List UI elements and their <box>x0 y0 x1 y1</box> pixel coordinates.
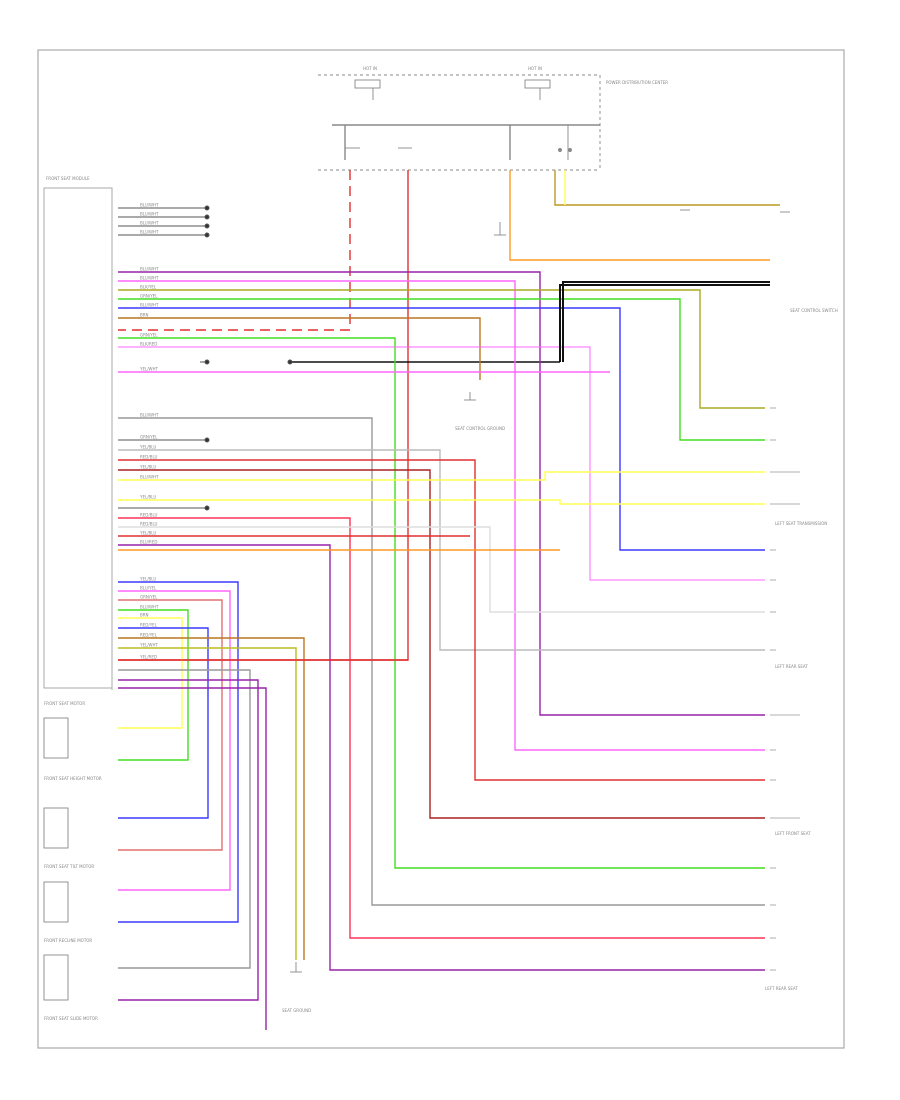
bottom-ground-label: SEAT GROUND <box>282 1008 311 1013</box>
seat-motors <box>43 717 69 1001</box>
wire-label: BLU/WHT <box>140 475 159 480</box>
wire-label: BLU/WHT <box>140 221 159 226</box>
wire-label: BLU/YEL <box>140 586 157 591</box>
wire-label: BLU/WHT <box>140 212 159 217</box>
wire-label: RED/BLU <box>140 513 158 518</box>
wire-label: BLU/RED <box>140 540 157 545</box>
wire-label: RED/BLU <box>140 522 158 527</box>
wire-label: YEL/BLU <box>139 445 156 450</box>
left-front-seat-label: LEFT FRONT SEAT <box>775 831 811 836</box>
left-rear-seat-label: LEFT REAR SEAT <box>775 664 808 669</box>
left-rear-bottom-label: LEFT REAR SEAT <box>765 986 798 991</box>
wire-label: RED/BLU <box>140 455 158 460</box>
wire-label-layer: BLU/WHT BLU/WHT BLU/WHT BLU/WHT BLU/WHT BLU/W… <box>139 203 159 660</box>
power-distribution <box>318 74 601 171</box>
ground-symbols <box>290 209 790 973</box>
wire-label: GRN/YEL <box>140 294 158 299</box>
motor-label-4: FRONT RECLINE MOTOR <box>44 938 92 943</box>
wire-label: BLU/WHT <box>140 303 159 308</box>
wire-label: YEL/RED <box>139 655 157 660</box>
diagram-frame <box>37 49 845 1049</box>
wire-label: YEL/BLU <box>139 531 156 536</box>
mid-ground-label: SEAT CONTROL GROUND <box>455 426 505 431</box>
wire-label: BLU/WHT <box>140 230 159 235</box>
motor-label-2: FRONT SEAT HEIGHT MOTOR <box>44 776 102 781</box>
right-connector-ends <box>770 407 800 971</box>
seat-control-switch-label: SEAT CONTROL SWITCH <box>790 308 838 313</box>
wire-label: BRN <box>140 313 149 318</box>
wire-label: BLK/YEL <box>140 285 157 290</box>
motor-label-1: FRONT SEAT MOTOR <box>44 701 85 706</box>
top-fuse-right-label: HOT IN <box>528 66 542 71</box>
main-harness <box>118 271 765 971</box>
front-seat-module-label: FRONT SEAT MODULE <box>46 176 90 181</box>
left-seat-transmission-label: LEFT SEAT TRANSMISSION <box>775 521 827 526</box>
motor-harness <box>118 581 408 1030</box>
wire-label: BLU/WHT <box>140 276 159 281</box>
wire-label: YEL/BLU <box>139 465 156 470</box>
wire-label: BLU/WHT <box>140 605 159 610</box>
wire-label: RED/YEL <box>140 623 158 628</box>
motor-label-3: FRONT SEAT TILT MOTOR <box>44 864 94 869</box>
front-seat-module <box>43 187 113 690</box>
wire-label: YEL/WHT <box>139 643 159 648</box>
wire-label: BLK/RED <box>140 342 157 347</box>
wire-label: RED/YEL <box>140 633 158 638</box>
wire-label: GRN/YEL <box>140 333 158 338</box>
power-distribution-label: POWER DISTRIBUTION CENTER <box>606 80 668 85</box>
wire-label: BLU/WHT <box>140 203 159 208</box>
top-fuse-left-label: HOT IN <box>363 66 377 71</box>
top-connector-wires <box>118 205 560 511</box>
wire-label: YEL/BLU <box>139 577 156 582</box>
wire-label: BRN <box>140 613 149 618</box>
wire-label: YEL/BLU <box>139 495 156 500</box>
wire-label: BLU/WHT <box>140 267 159 272</box>
wire-label: GRN/YEL <box>140 435 158 440</box>
wire-label: GRN/YEL <box>140 595 158 600</box>
wire-label: YEL/WHT <box>139 367 159 372</box>
wire-label: BLU/WHT <box>140 413 159 418</box>
motor-label-5: FRONT SEAT SLIDE MOTOR <box>44 1016 98 1021</box>
black-harness <box>559 281 770 362</box>
